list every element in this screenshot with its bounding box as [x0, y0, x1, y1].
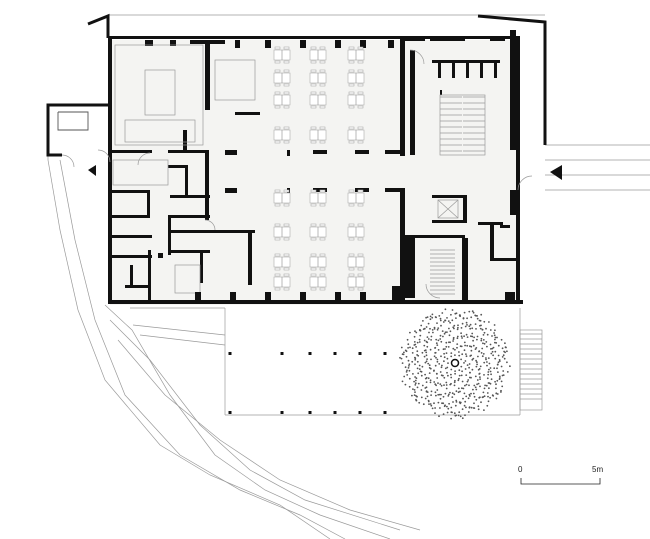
terrace-column — [280, 352, 284, 355]
entrance-right-marker — [550, 165, 562, 180]
dining-table — [347, 69, 365, 87]
dining-table — [347, 46, 365, 64]
scale-bar: 0 5m — [518, 465, 603, 485]
dining-table — [347, 189, 365, 207]
stair-well — [439, 94, 486, 156]
dining-table — [347, 253, 365, 271]
terrace-column — [308, 411, 312, 414]
kitchen-furniture — [112, 44, 256, 294]
dining-table — [273, 126, 291, 144]
dining-table — [309, 253, 327, 271]
door-swings — [61, 49, 533, 299]
dining-table — [273, 46, 291, 64]
terrace-columns — [228, 352, 387, 414]
dining-hall — [195, 40, 394, 300]
dining-table — [273, 273, 291, 291]
dining-table — [273, 223, 291, 241]
entrance-left-marker — [88, 165, 96, 176]
interior-walls-left — [112, 40, 260, 300]
terrace-column — [383, 411, 387, 414]
terrace-column — [280, 411, 284, 414]
dining-table — [347, 223, 365, 241]
terrace-column — [228, 352, 232, 355]
terrace-column — [333, 411, 337, 414]
dining-table — [309, 189, 327, 207]
dining-table — [309, 69, 327, 87]
tree-paving — [399, 308, 511, 420]
dining-table — [347, 126, 365, 144]
dining-table — [309, 91, 327, 109]
dining-table — [309, 126, 327, 144]
terrace-column — [228, 411, 232, 414]
scale-start-label: 0 — [518, 465, 523, 474]
exterior-walls — [46, 13, 547, 304]
terrace-column — [333, 352, 337, 355]
exterior-stairs — [519, 329, 543, 411]
terrace-column — [358, 352, 362, 355]
dining-table — [309, 273, 327, 291]
dining-table — [273, 69, 291, 87]
dining-table — [273, 189, 291, 207]
terrace-column — [308, 352, 312, 355]
dining-table — [347, 91, 365, 109]
dining-table — [309, 46, 327, 64]
terrace-column — [383, 352, 387, 355]
scale-end-label: 5m — [592, 465, 603, 474]
dining-table — [309, 223, 327, 241]
terrace-column — [358, 411, 362, 414]
dining-table — [347, 273, 365, 291]
dining-table — [273, 91, 291, 109]
service-core — [385, 30, 516, 303]
dining-table — [273, 253, 291, 271]
